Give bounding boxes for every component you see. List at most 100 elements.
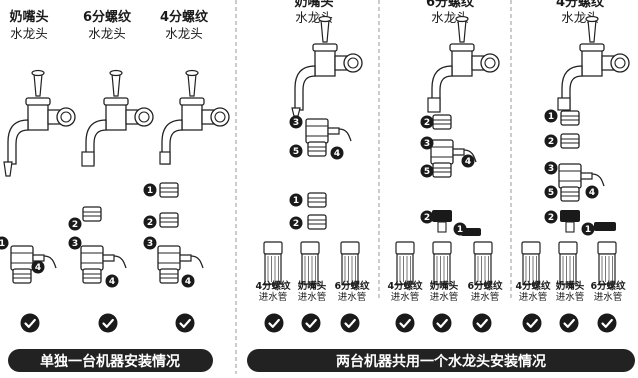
faucet-icon bbox=[7, 69, 76, 165]
coupler-icon bbox=[159, 182, 179, 198]
check-badge-icon bbox=[431, 312, 453, 334]
step-badge: 5 bbox=[420, 164, 434, 178]
check-badge-icon bbox=[521, 312, 543, 334]
svg-text:1: 1 bbox=[293, 196, 299, 206]
step-badge: 2 bbox=[420, 115, 434, 129]
pipe-label-top: 4分螺纹 bbox=[255, 280, 291, 292]
adapter-black-icon bbox=[560, 210, 580, 222]
faucet-spout-thread bbox=[81, 151, 95, 167]
svg-text:5: 5 bbox=[293, 147, 299, 157]
svg-text:1: 1 bbox=[548, 112, 554, 122]
step-badge: 1 bbox=[453, 222, 467, 236]
pipe-label-top: 奶嘴头 bbox=[429, 280, 459, 292]
inlet-pipe-icon bbox=[340, 241, 360, 285]
step-badge: 2 bbox=[289, 216, 303, 230]
tee-valve-icon bbox=[305, 118, 352, 144]
column-title: 4分螺纹 bbox=[160, 9, 209, 25]
column-subtitle: 水龙头 bbox=[88, 26, 126, 41]
pipe-label-bottom: 进水管 bbox=[519, 291, 548, 303]
svg-text:3: 3 bbox=[72, 239, 78, 249]
svg-text:3: 3 bbox=[548, 164, 554, 174]
step-badge: 2 bbox=[544, 210, 558, 224]
pipe-label-top: 6分螺纹 bbox=[467, 280, 503, 292]
adapter-neck bbox=[565, 221, 575, 233]
caption-pill-right bbox=[247, 349, 635, 372]
step-badge: 2 bbox=[143, 215, 157, 229]
coupler-icon bbox=[307, 192, 327, 208]
coupler-icon bbox=[82, 268, 102, 284]
coupler-icon bbox=[159, 212, 179, 228]
check-badge-icon bbox=[558, 312, 580, 334]
adapter-black-icon bbox=[432, 210, 452, 222]
coupler-icon bbox=[432, 162, 452, 178]
pipe-label-top: 6分螺纹 bbox=[590, 280, 626, 292]
coupler-icon bbox=[159, 268, 179, 284]
tee-valve-icon bbox=[157, 245, 204, 271]
step-badge: 4 bbox=[181, 274, 195, 288]
step-badge: 5 bbox=[544, 185, 558, 199]
coupler-icon bbox=[307, 141, 327, 157]
svg-text:1: 1 bbox=[585, 225, 591, 235]
tee-valve-icon bbox=[558, 163, 605, 189]
svg-text:5: 5 bbox=[424, 167, 430, 177]
coupler-icon bbox=[82, 206, 102, 222]
pipe-label-bottom: 进水管 bbox=[298, 291, 327, 303]
svg-text:2: 2 bbox=[548, 213, 554, 223]
inlet-pipe-icon bbox=[558, 241, 578, 285]
inlet-pipe-icon bbox=[395, 241, 415, 285]
inlet-pipe-icon bbox=[473, 241, 493, 285]
step-badge: 4 bbox=[461, 154, 475, 168]
coupler-icon bbox=[560, 110, 580, 126]
coupler-icon bbox=[560, 133, 580, 149]
svg-text:4: 4 bbox=[185, 277, 191, 287]
svg-text:2: 2 bbox=[293, 219, 299, 229]
pipe-label-bottom: 进水管 bbox=[594, 291, 623, 303]
svg-text:4: 4 bbox=[334, 149, 340, 159]
pipe-label-top: 4分螺纹 bbox=[515, 280, 551, 292]
step-badges: 1 4 2 3 4 1 2 3 4 3 5 4 1 2 2 3 5 4 2 1 … bbox=[0, 109, 599, 288]
step-badge: 2 bbox=[68, 217, 82, 231]
coupler-icon bbox=[560, 186, 580, 202]
column-title: 6分螺纹 bbox=[83, 9, 132, 25]
step-badge: 1 bbox=[544, 109, 558, 123]
svg-text:3: 3 bbox=[147, 239, 153, 249]
pipe-label-bottom: 进水管 bbox=[391, 291, 420, 303]
svg-text:5: 5 bbox=[548, 188, 554, 198]
step-badge: 3 bbox=[544, 161, 558, 175]
faucet-spout-thread bbox=[427, 97, 441, 113]
check-badge-icon bbox=[596, 312, 618, 334]
faucet-icon bbox=[561, 15, 630, 111]
column-subtitle: 水龙头 bbox=[165, 26, 203, 41]
svg-text:4: 4 bbox=[465, 157, 471, 167]
svg-text:3: 3 bbox=[293, 118, 299, 128]
svg-text:2: 2 bbox=[72, 220, 78, 230]
pipe-label-top: 奶嘴头 bbox=[297, 280, 327, 292]
check-badge-icon bbox=[19, 312, 41, 334]
step-badge: 2 bbox=[544, 134, 558, 148]
faucet-spout-nozzle bbox=[291, 107, 301, 117]
faucet-icon bbox=[161, 69, 230, 165]
caption-left: 单独一台机器安装情况 bbox=[40, 353, 180, 370]
pipe-label-top: 奶嘴头 bbox=[555, 280, 585, 292]
pipe-label-bottom: 进水管 bbox=[430, 291, 459, 303]
check-badge-icon bbox=[263, 312, 285, 334]
svg-text:4: 4 bbox=[109, 277, 115, 287]
coupler-icon bbox=[307, 214, 327, 230]
check-badge-icon bbox=[300, 312, 322, 334]
step-badge: 3 bbox=[289, 115, 303, 129]
inlet-pipe-icon bbox=[597, 241, 617, 285]
step-badge: 2 bbox=[420, 210, 434, 224]
inlet-pipe-icon bbox=[300, 241, 320, 285]
pipe-label-bottom: 进水管 bbox=[471, 291, 500, 303]
svg-text:3: 3 bbox=[424, 139, 430, 149]
adapter-neck bbox=[437, 221, 447, 233]
column-subtitle: 水龙头 bbox=[10, 26, 48, 41]
column-title: 奶嘴头 bbox=[8, 9, 48, 25]
caption-right: 两台机器共用一个水龙头安装情况 bbox=[336, 353, 546, 370]
step-badge: 1 bbox=[581, 222, 595, 236]
pipe-label-top: 6分螺纹 bbox=[334, 280, 370, 292]
step-badge: 3 bbox=[143, 236, 157, 250]
step-badge: 3 bbox=[420, 136, 434, 150]
